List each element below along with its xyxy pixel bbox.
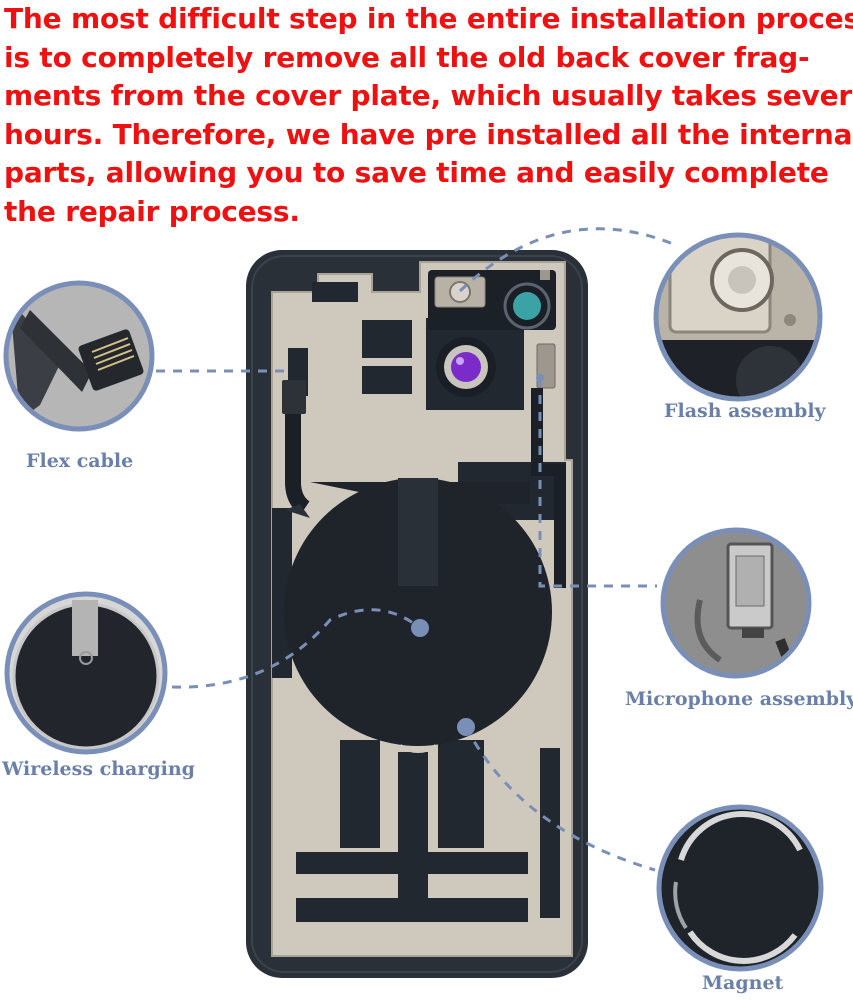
headline-line-2: is to completely remove all the old back… xyxy=(4,40,810,74)
leader-flash xyxy=(458,227,679,293)
label-flex-cable: Flex cable xyxy=(26,450,134,472)
microphone-assembly-detail-image xyxy=(660,527,812,679)
camera-area xyxy=(428,270,556,397)
magnet-detail-image xyxy=(656,804,824,972)
label-flash-assembly: Flash assembly xyxy=(664,400,826,422)
headline-line-6: the repair process. xyxy=(4,194,300,228)
label-microphone-assembly: Microphone assembly xyxy=(625,688,853,710)
label-magnet: Magnet xyxy=(702,972,784,994)
label-wireless-charging: Wireless charging xyxy=(2,758,195,780)
leader-microphone xyxy=(538,378,657,588)
magnet-marker-dot xyxy=(457,718,475,736)
headline-line-3: ments from the cover plate, which usuall… xyxy=(4,79,853,112)
headline-text: The most difficult step in the entire in… xyxy=(4,0,853,231)
headline-line-4: hours. Therefore, we have pre installed … xyxy=(4,117,853,151)
wireless-charging-detail-image xyxy=(4,591,168,755)
leader-magnet xyxy=(464,726,656,872)
phone-back-cover xyxy=(246,250,588,978)
flash-assembly-detail-image xyxy=(653,232,823,402)
internal-flex-cable xyxy=(285,400,310,515)
wireless-marker-dot xyxy=(411,619,429,637)
leader-lines xyxy=(156,227,679,872)
wireless-charging-coil xyxy=(284,478,552,753)
flex-cable-detail-image xyxy=(3,280,155,432)
headline-line-1: The most difficult step in the entire in… xyxy=(4,2,853,35)
headline-line-5: parts, allowing you to save time and eas… xyxy=(4,156,829,189)
mic-marker-dot xyxy=(536,374,544,382)
leader-wireless xyxy=(171,608,421,689)
